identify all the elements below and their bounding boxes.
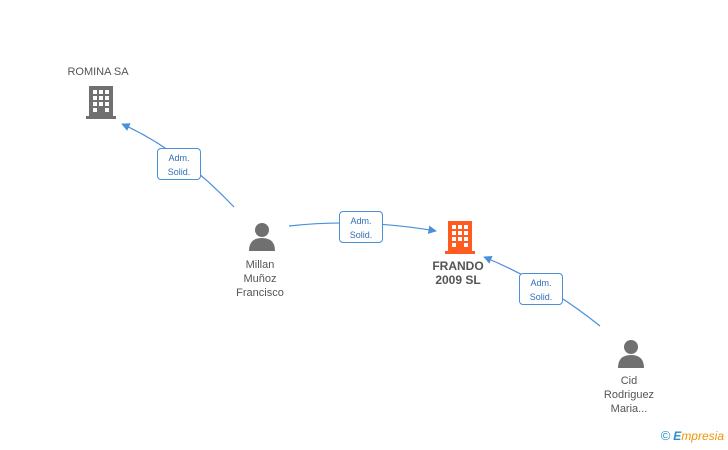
building-icon[interactable] <box>85 84 117 120</box>
frando-label-line2: 2009 SL <box>435 273 481 287</box>
edge-label-line1: Adm. <box>350 216 372 226</box>
person-icon[interactable] <box>247 221 277 251</box>
brand-logo: ©Empresia <box>661 428 724 443</box>
edge-label-line1: Adm. <box>168 153 190 163</box>
edge-label-cid[interactable]: Adm. Solid. <box>519 273 563 305</box>
copyright-icon: © <box>660 428 671 443</box>
edge-label-frando[interactable]: Adm. Solid. <box>339 211 383 243</box>
edge-label-line2: Solid. <box>529 292 553 302</box>
edge-label-line2: Solid. <box>167 167 191 177</box>
millan-line2: Muñoz <box>243 273 277 285</box>
edge-label-romina[interactable]: Adm. Solid. <box>157 148 201 180</box>
person-icon[interactable] <box>616 338 646 368</box>
building-icon-highlighted[interactable] <box>444 219 476 255</box>
brand-name: mpresia <box>681 429 724 443</box>
edge-label-line1: Adm. <box>530 278 552 288</box>
millan-line3: Francisco <box>236 287 284 299</box>
frando-label[interactable]: FRANDO 2009 SL <box>418 259 498 287</box>
millan-line1: Millan <box>245 259 275 271</box>
cid-line3: Maria... <box>610 403 648 415</box>
brand-initial: E <box>673 429 682 443</box>
cid-line1: Cid <box>620 375 638 387</box>
cid-line2: Rodriguez <box>603 389 655 401</box>
edge-label-line2: Solid. <box>349 230 373 240</box>
romina-label[interactable]: ROMINA SA <box>67 66 129 78</box>
cid-label[interactable]: Cid Rodriguez Maria... <box>589 374 669 416</box>
frando-label-line1: FRANDO <box>432 259 484 273</box>
millan-label[interactable]: Millan Muñoz Francisco <box>220 258 300 300</box>
